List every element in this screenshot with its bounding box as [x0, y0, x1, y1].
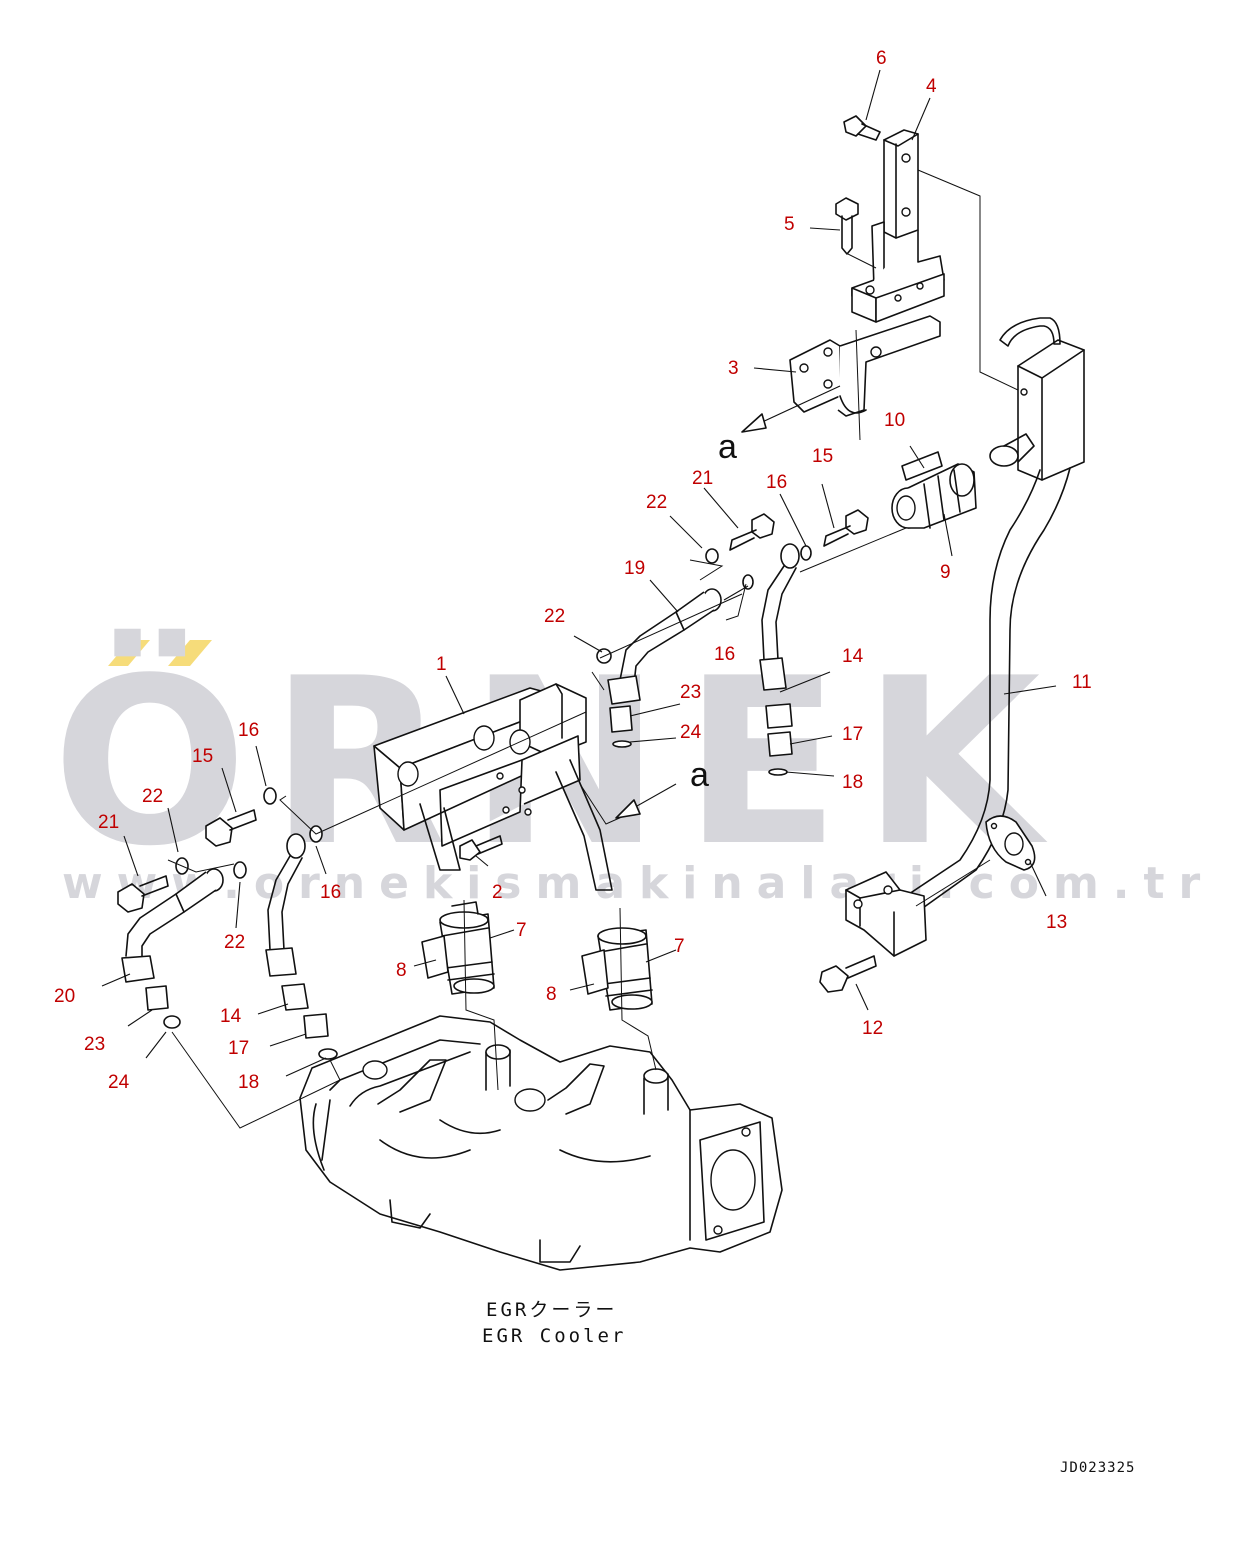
callout-16-left-a: 16 [238, 720, 259, 741]
callout-3: 3 [728, 358, 739, 379]
callout-17-left: 17 [228, 1038, 249, 1059]
callout-21-left: 21 [98, 812, 119, 833]
hose-clamp-right [581, 927, 653, 1011]
watermark-accent-mark-right [168, 640, 212, 666]
watermark: ÖRNEK www.ornekismakinalari.com.tr [52, 628, 1214, 909]
callout-21-upper: 21 [692, 468, 713, 489]
caption-english: EGR Cooler [482, 1325, 626, 1347]
watermark-accent-mark-left [108, 640, 150, 666]
callout-8-right: 8 [546, 984, 557, 1005]
callout-24-upper: 24 [680, 722, 702, 743]
part-14-hose-left [265, 833, 309, 1011]
part-18-oring-left [318, 1048, 338, 1060]
callout-10: 10 [884, 410, 905, 431]
part-23-fitting-left [145, 985, 169, 1011]
egr-cooler [299, 1015, 783, 1271]
assembly-lines [167, 169, 1019, 1129]
callout-14-upper: 14 [842, 646, 864, 667]
callout-18-upper: 18 [842, 772, 863, 793]
part-1-bracket [373, 683, 613, 891]
part-23-fitting-upper [609, 705, 633, 733]
callout-23-upper: 23 [680, 682, 701, 703]
part-5-bolt [835, 197, 859, 255]
reference-mark-a-top: a [718, 428, 737, 466]
part-12-bolt [819, 955, 877, 993]
part-6-bolt [843, 115, 881, 141]
part-15-bolt-left [205, 809, 257, 847]
callout-5: 5 [784, 214, 795, 235]
callout-7-right: 7 [674, 936, 685, 957]
caption-japanese: EGRクーラー [486, 1299, 617, 1321]
callout-15-left: 15 [192, 746, 213, 767]
reference-arrow-top [741, 385, 841, 433]
part-17-fitting-left [303, 1013, 329, 1039]
part-24-oring-left [163, 1015, 181, 1029]
part-18-oring-upper [768, 768, 788, 776]
callout-9: 9 [940, 562, 951, 583]
watermark-url: www.ornekismakinalari.com.tr [62, 858, 1214, 909]
callout-14-left: 14 [220, 1006, 242, 1027]
part-3-bracket [789, 315, 941, 417]
part-22-washer-left-b [233, 861, 247, 879]
callout-13: 13 [1046, 912, 1067, 933]
part-17-fitting-upper [767, 731, 793, 757]
callout-24-left: 24 [108, 1072, 130, 1093]
drawing-number: JD023325 [1060, 1460, 1135, 1476]
part-16-washer-upper-a [800, 545, 812, 561]
hose-clamp-left [421, 901, 495, 995]
callout-15-upper: 15 [812, 446, 833, 467]
callout-8-left: 8 [396, 960, 407, 981]
part-16-washer-left-a [263, 787, 277, 805]
part-22-washer-upper-a [705, 548, 719, 564]
reference-mark-a-mid: a [690, 756, 709, 794]
callouts: 6 4 5 3 10 15 21 16 22 9 19 22 16 14 1 1… [54, 48, 1092, 1093]
part-2-bolt [459, 835, 503, 861]
part-15-bolt-upper [823, 509, 869, 547]
callout-11: 11 [1072, 672, 1092, 693]
callout-4: 4 [926, 76, 937, 97]
reference-arrow-mid [615, 783, 677, 819]
callout-20: 20 [54, 986, 75, 1007]
callout-2: 2 [492, 882, 503, 903]
part-21-bolt-left [117, 875, 169, 913]
callout-7-left: 7 [516, 920, 527, 941]
part-13-gasket [985, 815, 1036, 871]
callout-6: 6 [876, 48, 887, 69]
leader-lines [101, 69, 1057, 1077]
callout-22-left-b: 22 [224, 932, 245, 953]
callout-22-upper-b: 22 [544, 606, 565, 627]
callout-22-upper-a: 22 [646, 492, 667, 513]
part-11-pipe [845, 317, 1085, 957]
part-24-oring-upper [612, 740, 632, 748]
callout-16-left-b: 16 [320, 882, 341, 903]
part-14-hose-upper [759, 543, 800, 729]
callout-12: 12 [862, 1018, 883, 1039]
part-21-bolt-upper [729, 513, 775, 551]
part-4-bracket [851, 129, 945, 323]
callout-17-upper: 17 [842, 724, 863, 745]
part-9-10-clamp [891, 451, 977, 529]
callout-16-upper-b: 16 [714, 644, 735, 665]
drawing-lines [101, 69, 1085, 1271]
part-20-hose [121, 868, 224, 983]
callout-22-left-a: 22 [142, 786, 163, 807]
part-16-washer-upper-b [742, 574, 754, 590]
callout-16-upper-a: 16 [766, 472, 787, 493]
callout-19: 19 [624, 558, 645, 579]
callout-23-left: 23 [84, 1034, 105, 1055]
callout-1: 1 [436, 654, 447, 675]
callout-18-left: 18 [238, 1072, 259, 1093]
